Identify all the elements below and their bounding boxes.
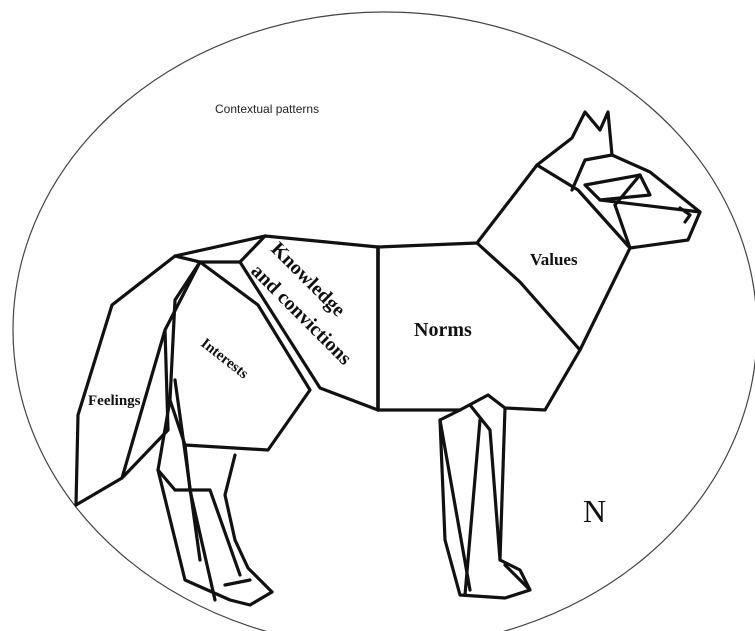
interests-label: Interests (198, 336, 252, 383)
feelings-label: Feelings (88, 393, 141, 409)
wolf-figure (76, 112, 700, 605)
context-ellipse (13, 12, 755, 631)
corner-letter: N (583, 493, 606, 529)
wolf-back (175, 112, 700, 410)
wolf-tail (76, 256, 200, 505)
outer-label: Contextual patterns (215, 102, 319, 116)
norms-label: Norms (414, 319, 472, 341)
values-label: Values (530, 250, 578, 269)
